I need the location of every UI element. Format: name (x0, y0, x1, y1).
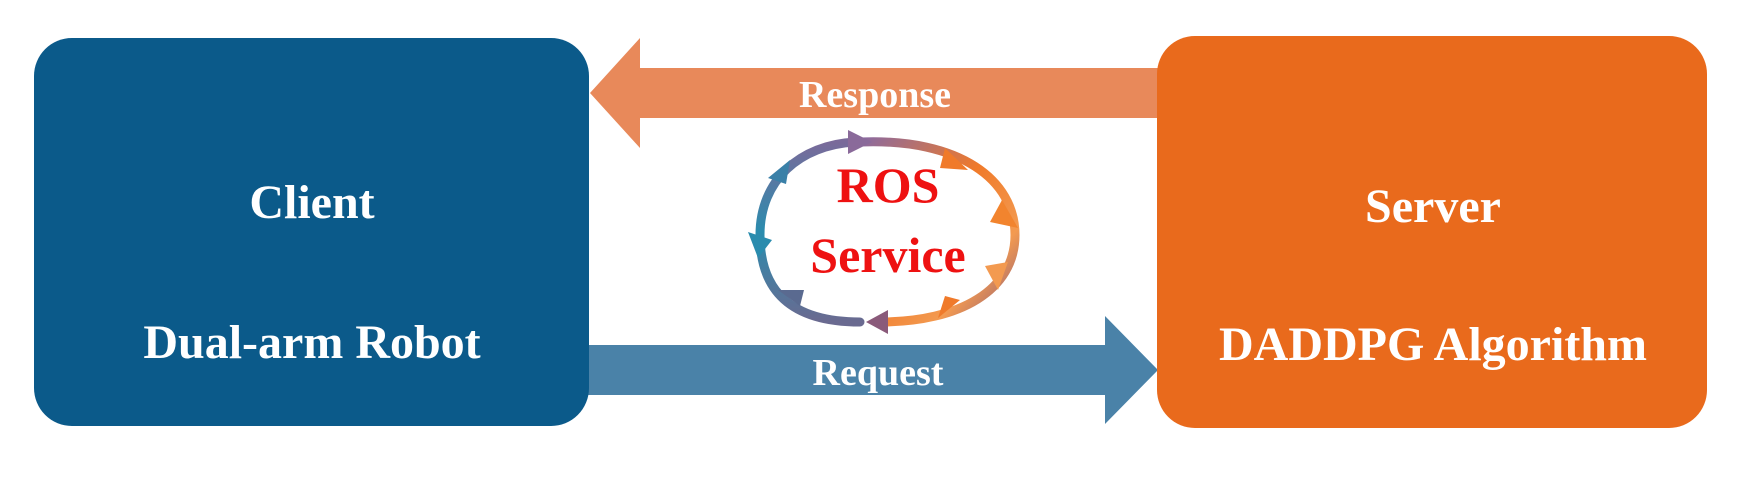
ros-label: ROS (837, 157, 940, 213)
response-arrow-shape (590, 38, 1160, 148)
request-label: Request (813, 352, 944, 394)
client-rect (34, 38, 589, 426)
client-box: Client Dual-arm Robot (34, 38, 589, 426)
server-box: Server DADDPG Algorithm (1157, 36, 1707, 428)
server-subtitle: DADDPG Algorithm (1219, 318, 1647, 371)
server-rect (1157, 36, 1707, 428)
request-arrow: Request (580, 316, 1158, 424)
request-arrow-shape (580, 316, 1158, 424)
client-title: Client (249, 176, 374, 229)
response-arrow: Response (590, 38, 1160, 148)
response-label: Response (799, 74, 951, 116)
client-subtitle: Dual-arm Robot (143, 316, 480, 369)
server-title: Server (1365, 180, 1501, 233)
service-label: Service (810, 227, 965, 283)
cycle-arrows-icon (748, 130, 1020, 334)
